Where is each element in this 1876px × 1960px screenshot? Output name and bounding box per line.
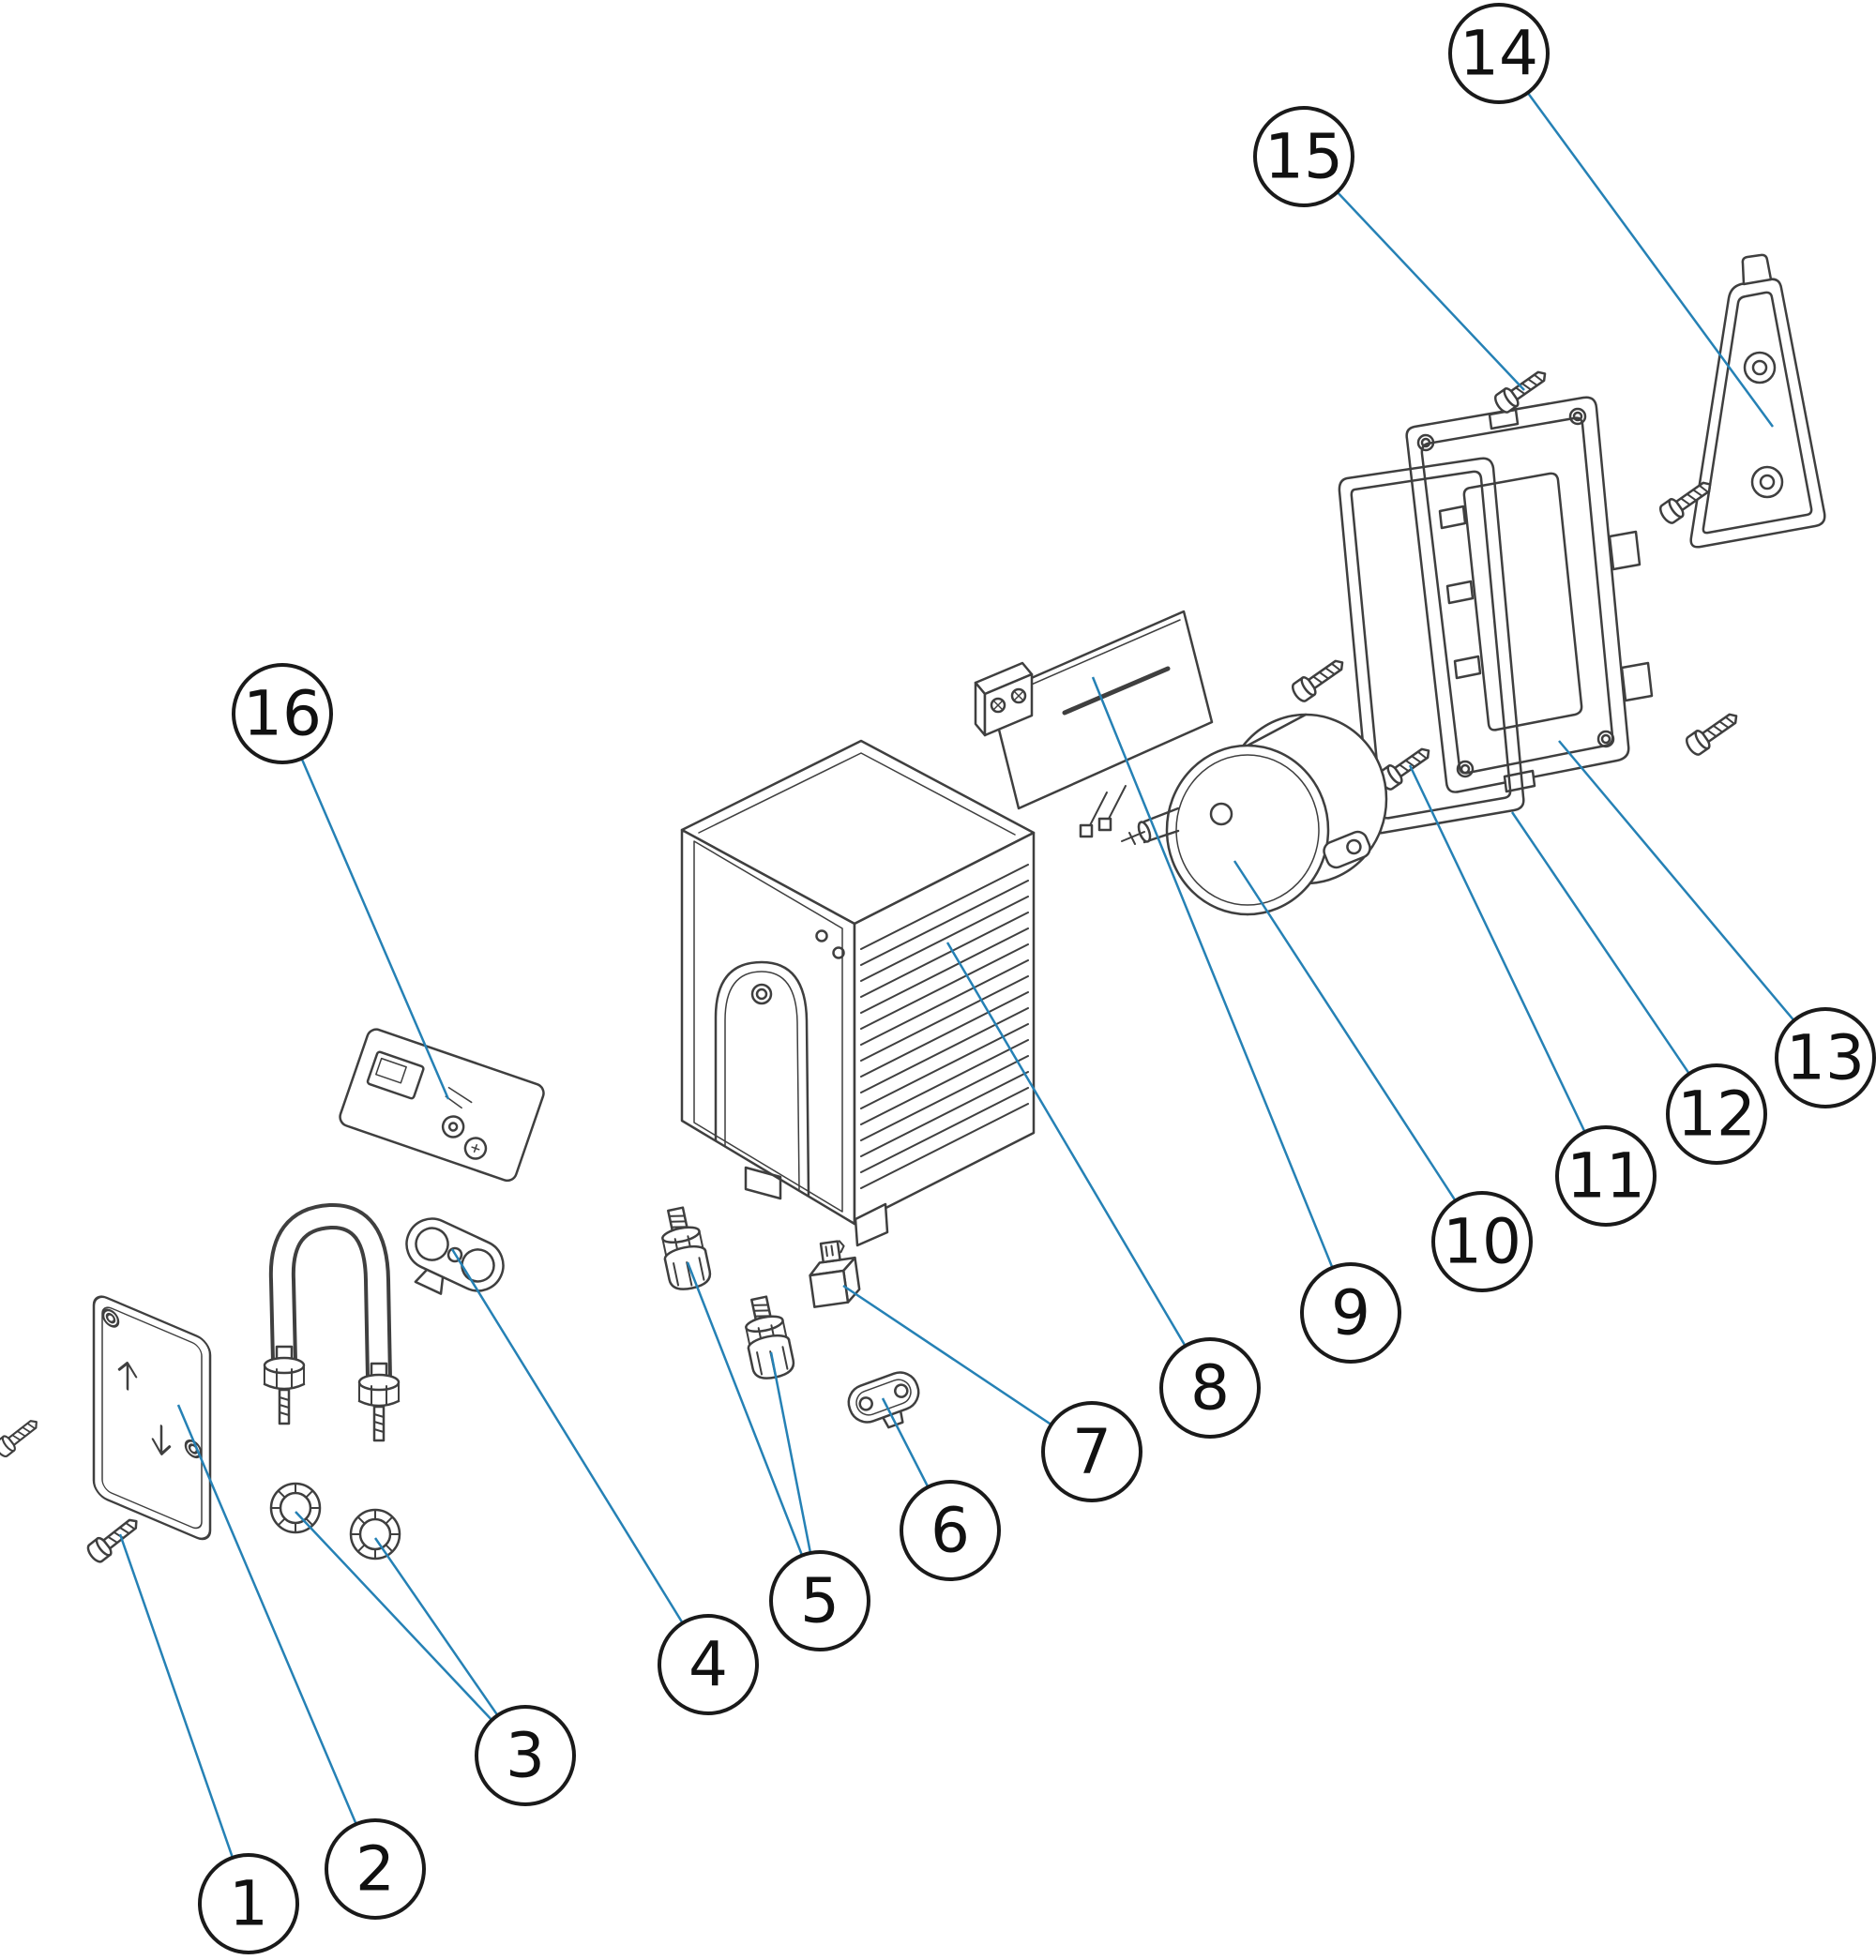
callout-circle-10 (1431, 1191, 1533, 1292)
callout-number-13: 13 (1786, 1022, 1865, 1094)
callout-balloon-6: 6 (900, 1480, 1001, 1581)
leader-line-16 (280, 713, 450, 1100)
cover-screw (83, 1512, 144, 1566)
part-blanking-plate (847, 1371, 920, 1429)
callout-balloon-3: 3 (475, 1705, 576, 1806)
callout-number-1: 1 (229, 1868, 268, 1940)
part-cable-gland-upper (654, 1203, 714, 1294)
part-roller-head (405, 1217, 505, 1295)
leader-line-14 (1497, 53, 1775, 428)
callout-number-16: 16 (243, 678, 322, 750)
part-front-cover (92, 1295, 212, 1541)
leader-line-4 (450, 1248, 710, 1666)
callout-number-6: 6 (930, 1495, 970, 1567)
tube-fitting-right (357, 1362, 401, 1442)
part-back-enclosure (1405, 396, 1654, 793)
leader-line-9 (1091, 676, 1353, 1314)
callout-balloon-12: 12 (1666, 1063, 1767, 1165)
leader-line-11 (1408, 764, 1608, 1177)
callout-number-8: 8 (1190, 1352, 1230, 1425)
side-case-screw (1682, 706, 1744, 759)
leader-line-3-1 (295, 1511, 526, 1756)
leader-line-13 (1558, 740, 1826, 1059)
callout-circle-3 (475, 1705, 576, 1806)
callout-number-11: 11 (1566, 1140, 1645, 1213)
callout-circle-11 (1555, 1125, 1657, 1227)
callout-balloon-10: 10 (1431, 1191, 1533, 1292)
vent-slats (860, 864, 1029, 1189)
part-switch-connector (809, 1240, 861, 1308)
callout-number-12: 12 (1677, 1078, 1756, 1151)
callout-circle-13 (1775, 1007, 1876, 1108)
callout-circle-6 (900, 1480, 1001, 1581)
callout-balloon-13: 13 (1775, 1007, 1876, 1108)
leader-line-15 (1303, 156, 1525, 391)
callout-number-15: 15 (1264, 121, 1343, 193)
callout-balloon-14: 14 (1448, 3, 1550, 104)
callout-balloon-2: 2 (325, 1818, 426, 1920)
callout-balloon-16: 16 (232, 663, 333, 764)
callout-balloon-8: 8 (1159, 1337, 1261, 1439)
callout-circle-14 (1448, 3, 1550, 104)
callout-balloon-7: 7 (1041, 1401, 1142, 1502)
callout-circle-8 (1159, 1337, 1261, 1439)
tube-assembly (263, 1203, 401, 1442)
leader-line-5-1 (686, 1261, 822, 1602)
callout-balloon-9: 9 (1300, 1262, 1401, 1364)
callout-circle-12 (1666, 1063, 1767, 1165)
leader-line-10 (1233, 860, 1484, 1243)
callout-number-14: 14 (1460, 18, 1538, 90)
part-knob-left (269, 1482, 322, 1534)
callout-number-5: 5 (800, 1565, 840, 1637)
edge-screw (0, 1413, 43, 1460)
callout-balloon-15: 15 (1253, 106, 1354, 207)
callout-balloon-11: 11 (1555, 1125, 1657, 1227)
callout-circle-2 (325, 1818, 426, 1920)
callout-number-9: 9 (1331, 1277, 1370, 1349)
callout-number-2: 2 (356, 1833, 395, 1906)
callout-circle-5 (769, 1550, 870, 1651)
callout-circle-4 (658, 1614, 759, 1715)
part-knob-right (349, 1508, 401, 1560)
callout-number-7: 7 (1072, 1416, 1112, 1488)
part-circuit-board (974, 610, 1214, 838)
callout-circle-9 (1300, 1262, 1401, 1364)
leader-line-2 (176, 1404, 377, 1870)
part-gasket (1338, 457, 1525, 835)
part-pump-housing (680, 739, 1036, 1247)
callout-balloon-1: 1 (198, 1853, 299, 1954)
part-front-label (339, 1028, 545, 1183)
part-cable-gland-lower (737, 1292, 797, 1383)
callout-number-3: 3 (506, 1720, 545, 1792)
callout-number-10: 10 (1443, 1206, 1521, 1278)
leader-line-1 (118, 1533, 250, 1905)
callout-balloon-5: 5 (769, 1550, 870, 1651)
callout-circle-15 (1253, 106, 1354, 207)
callout-balloon-4: 4 (658, 1614, 759, 1715)
part-gear-motor (1121, 713, 1388, 916)
gasket-screw (1288, 653, 1350, 705)
part-wall-bracket (1689, 253, 1826, 549)
callout-circle-16 (232, 663, 333, 764)
callout-circle-7 (1041, 1401, 1142, 1502)
callout-number-4: 4 (688, 1629, 728, 1701)
leader-line-8 (946, 942, 1212, 1389)
callout-circle-1 (198, 1853, 299, 1954)
tube-fitting-left (263, 1345, 306, 1425)
leader-line-12 (1510, 811, 1718, 1115)
